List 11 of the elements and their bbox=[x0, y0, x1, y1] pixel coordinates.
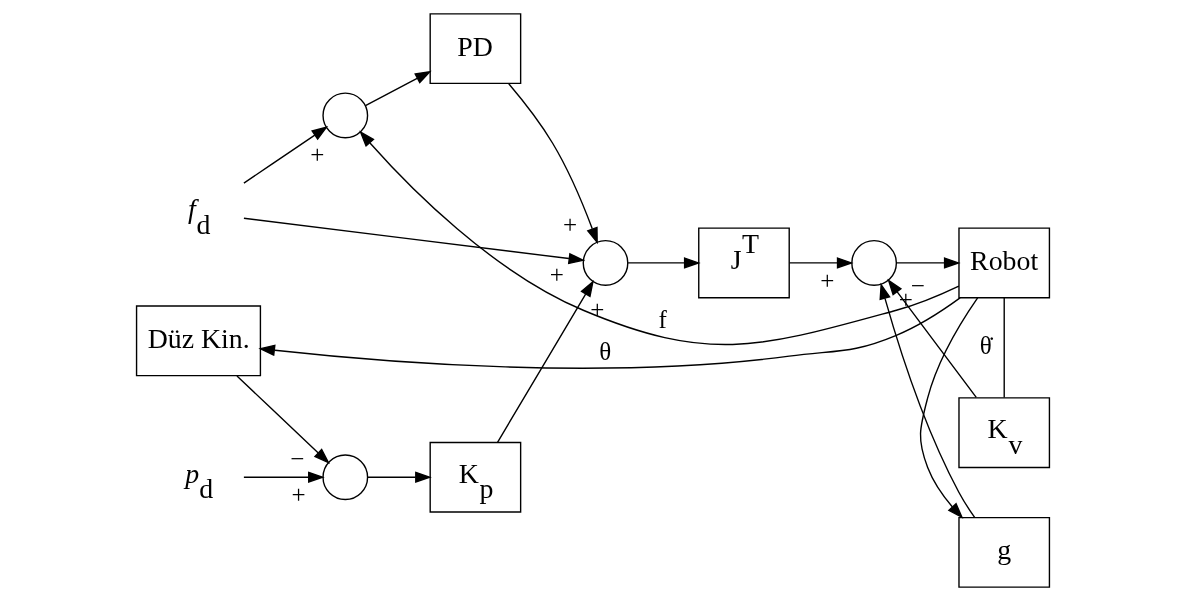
edge-label: + bbox=[589, 296, 604, 324]
edge-label: + bbox=[549, 261, 564, 289]
edge-label: + bbox=[562, 211, 577, 239]
edge-label: + bbox=[291, 481, 306, 509]
edge-label: + bbox=[819, 266, 834, 294]
edge-label: f bbox=[657, 305, 667, 333]
edge-label: + bbox=[309, 140, 324, 168]
edge-label: θ̇ bbox=[979, 331, 992, 359]
edge-label: − bbox=[910, 271, 925, 299]
edge-label: θ bbox=[598, 337, 611, 365]
edge-label: − bbox=[289, 444, 304, 472]
